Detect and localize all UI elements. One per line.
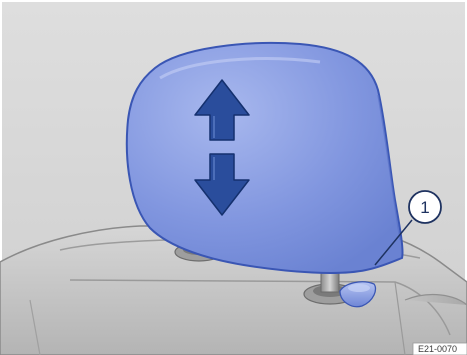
- reference-code-box: E21-0070: [413, 343, 467, 355]
- reference-code: E21-0070: [418, 344, 457, 354]
- callout-number: 1: [420, 198, 429, 217]
- headrest-cushion: [127, 43, 403, 273]
- numbered-callout-circle-icon: 1: [409, 191, 441, 223]
